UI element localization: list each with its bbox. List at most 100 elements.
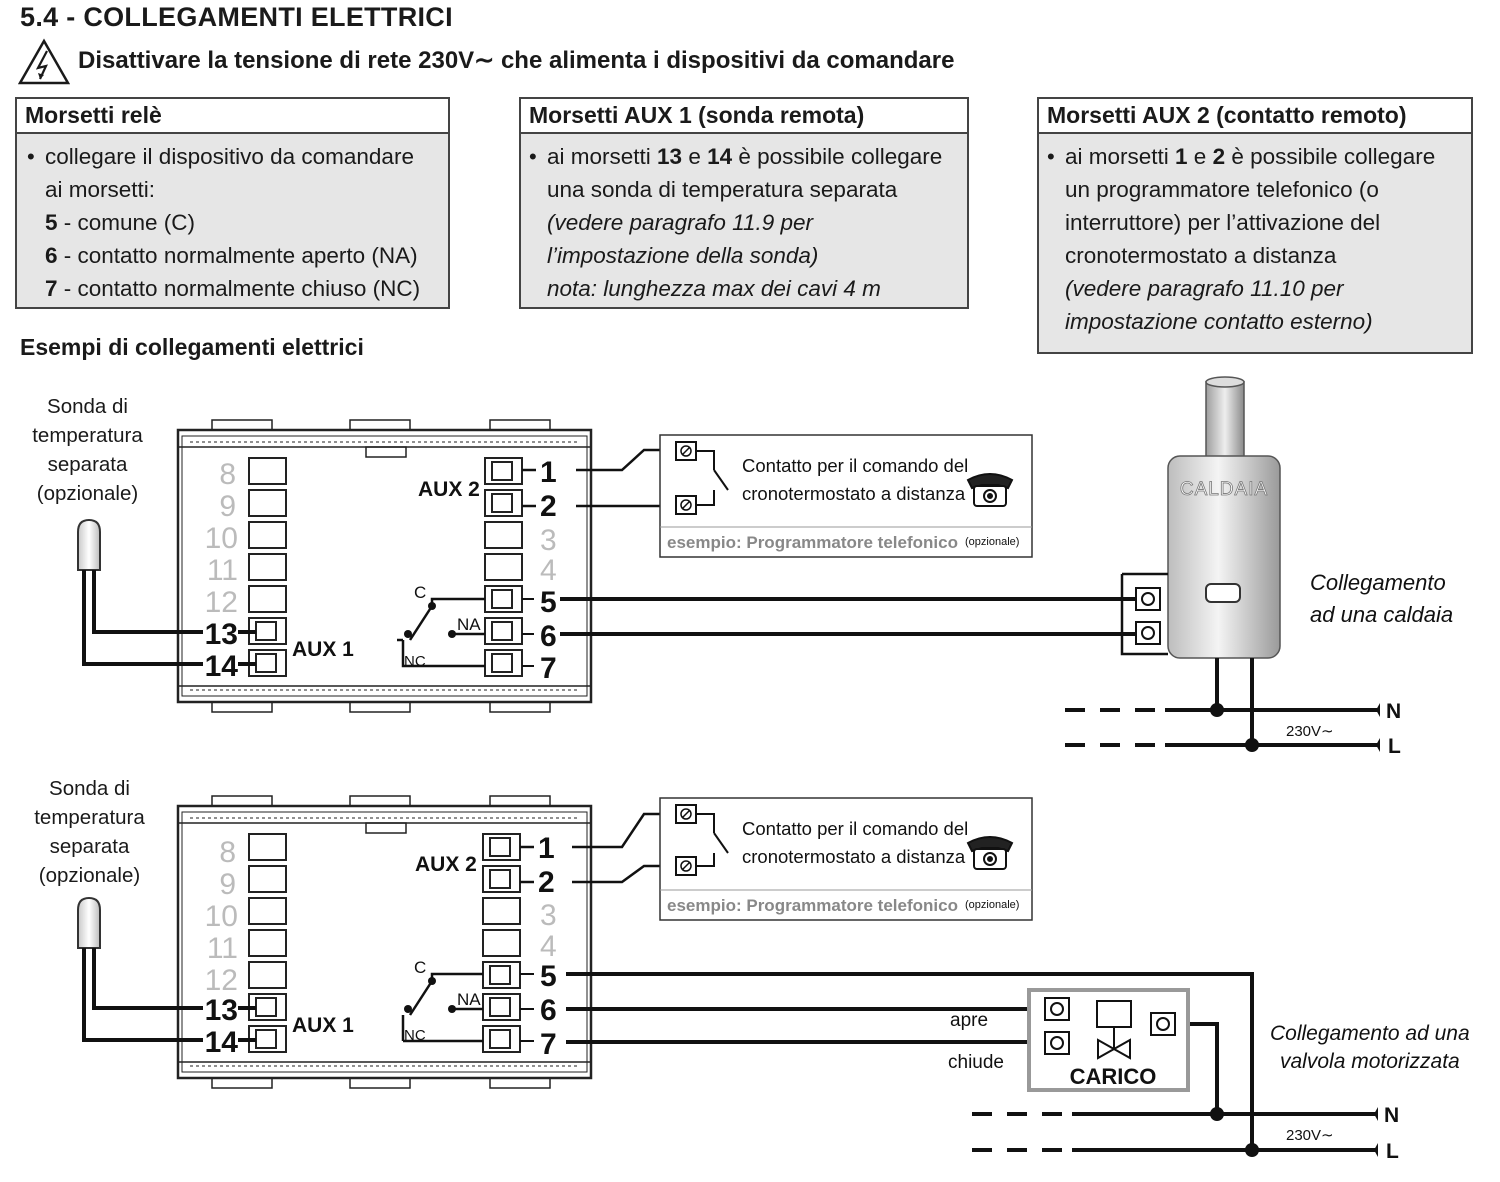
box-aux2-line6: impostazione contatto esterno) [1065, 309, 1373, 334]
temperature-probe-icon [77, 518, 101, 571]
remote-contact-line2: cronotermostato a distanza [742, 846, 966, 867]
box-aux1-line2: una sonda di temperatura separata [547, 177, 898, 202]
term-8: 8 [219, 836, 236, 869]
aux2-label: AUX 2 [418, 478, 480, 501]
aux2-label: AUX 2 [415, 853, 477, 876]
mains-n-top: N [1386, 700, 1401, 723]
term-4: 4 [540, 930, 557, 963]
valve-caption-2: valvola motorizzata [1280, 1050, 1460, 1073]
term-10: 10 [205, 900, 238, 933]
left-terminal-slots [248, 457, 287, 677]
box-aux1-title: Morsetti AUX 1 (sonda remota) [521, 99, 967, 134]
term-5: 5 [540, 960, 557, 993]
relay-nc: NC [404, 1027, 426, 1044]
boiler-caption-2: ad una caldaia [1310, 602, 1453, 627]
term-10: 10 [205, 522, 238, 555]
term-7: 7 [540, 1028, 557, 1061]
box-rele: Morsetti relè collegare il dispositivo d… [15, 97, 450, 309]
remote-switch-symbol [675, 441, 729, 515]
remote-contact-line1: Contatto per il comando del [742, 455, 968, 476]
aux1-label: AUX 1 [292, 1014, 354, 1037]
device-housing [176, 419, 593, 713]
term-13: 13 [205, 994, 238, 1027]
telephone-icon [966, 836, 1014, 870]
term-14: 14 [205, 1026, 239, 1059]
term-13: 13 [205, 618, 238, 651]
right-terminal-slots [484, 457, 523, 677]
relay-nc: NC [404, 653, 426, 670]
term-1: 1 [538, 832, 555, 865]
term-12: 12 [205, 964, 238, 997]
term-9: 9 [219, 490, 236, 523]
valve-caption-1: Collegamento ad una [1270, 1022, 1470, 1045]
box-aux1-line5: nota: lunghezza max dei cavi 4 m [547, 276, 881, 301]
box-rele-line1: collegare il dispositivo da comandare [27, 140, 438, 173]
remote-example: esempio: Programmatore telefonico [667, 533, 958, 552]
term-14: 14 [205, 650, 239, 683]
warning-row: Disattivare la tensione di rete 230V∼ ch… [18, 38, 1018, 88]
relay-symbol [401, 972, 483, 1043]
relay-na: NA [457, 615, 481, 634]
term-9: 9 [219, 868, 236, 901]
box-aux1: Morsetti AUX 1 (sonda remota) ai morsett… [519, 97, 969, 309]
term-7: 7 [540, 652, 557, 685]
term-4: 4 [540, 554, 557, 587]
box-rele-t5: 5 - comune (C) [45, 210, 196, 235]
boiler-icon: CALDAIA [1120, 376, 1281, 659]
diagram-bottom: 8 9 10 11 12 13 14 1 2 5 6 7 3 4 AUX 2 A… [77, 795, 1470, 1163]
box-aux2-line3: interruttore) per l’attivazione del [1065, 210, 1381, 235]
remote-contact-box [659, 434, 1033, 558]
relay-na: NA [457, 990, 481, 1009]
temperature-probe-icon [77, 896, 101, 949]
remote-example: esempio: Programmatore telefonico [667, 896, 958, 915]
valve-close-label: chiude [948, 1052, 1004, 1073]
term-5: 5 [540, 586, 557, 619]
remote-contact-line2: cronotermostato a distanza [742, 483, 966, 504]
relay-c: C [414, 583, 426, 602]
high-voltage-warning-icon [18, 38, 70, 85]
term-3: 3 [540, 524, 557, 557]
box-aux2-line1: ai morsetti 1 e 2 è possibile collegare [1047, 140, 1461, 173]
valve-open-label: apre [950, 1010, 988, 1031]
mains-l-top: L [1388, 735, 1401, 758]
term-1: 1 [540, 456, 557, 489]
box-rele-line2: ai morsetti: [45, 177, 156, 202]
remote-contact-line1: Contatto per il comando del [742, 818, 968, 839]
remote-optional: (opzionale) [965, 899, 1019, 911]
term-3: 3 [540, 899, 557, 932]
remote-optional: (opzionale) [965, 536, 1019, 548]
mains-bottom [972, 1112, 1378, 1152]
relay-c: C [414, 958, 426, 977]
probe-wires [82, 570, 256, 666]
box-rele-body: collegare il dispositivo da comandare ai… [17, 134, 448, 311]
mains-n-bottom: N [1384, 1104, 1399, 1127]
remote-contact-box [659, 797, 1033, 921]
term-2: 2 [540, 490, 557, 523]
box-aux1-line4: l’impostazione della sonda) [547, 243, 819, 268]
box-rele-t7: 7 - contatto normalmente chiuso (NC) [45, 276, 421, 301]
box-aux2-line2: un programmatore telefonico (o [1065, 177, 1379, 202]
term-11: 11 [207, 554, 238, 587]
aux1-label: AUX 1 [292, 638, 354, 661]
box-aux1-line1: ai morsetti 13 e 14 è possibile collegar… [529, 140, 957, 173]
load-label: CARICO [1070, 1064, 1157, 1089]
box-aux1-line3: (vedere paragrafo 11.9 per [547, 210, 814, 235]
box-aux2-line5: (vedere paragrafo 11.10 per [1065, 276, 1344, 301]
term-2: 2 [538, 866, 555, 899]
mains-top [1065, 658, 1380, 747]
mains-voltage-top: 230V∼ [1286, 723, 1334, 740]
telephone-icon [966, 473, 1014, 507]
mains-l-bottom: L [1386, 1140, 1399, 1163]
term-6: 6 [540, 620, 557, 653]
boiler-label: CALDAIA [1180, 479, 1268, 500]
term-8: 8 [219, 458, 236, 491]
section-title: 5.4 - COLLEGAMENTI ELETTRICI [20, 2, 453, 32]
term-11: 11 [207, 932, 238, 965]
term-6: 6 [540, 994, 557, 1027]
term-12: 12 [205, 586, 238, 619]
box-aux2-body: ai morsetti 1 e 2 è possibile collegare … [1039, 134, 1471, 344]
box-aux2-title: Morsetti AUX 2 (contatto remoto) [1039, 99, 1471, 134]
